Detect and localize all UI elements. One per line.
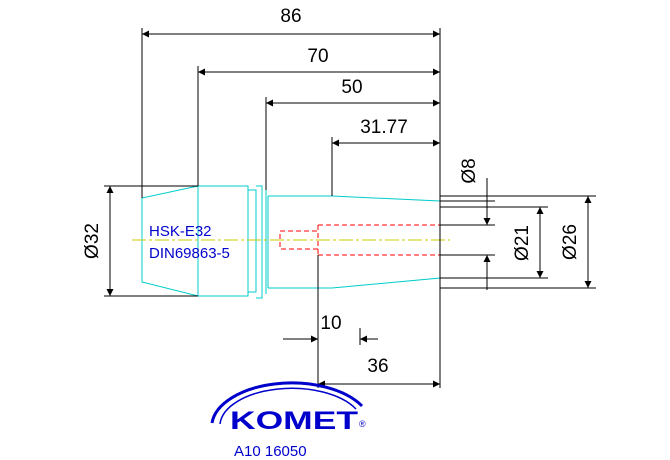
dim-36-label: 36	[367, 356, 388, 377]
collar-step	[256, 185, 263, 299]
dim-26-label: Ø26	[560, 224, 581, 260]
part-number: A10 16050	[234, 443, 307, 460]
logo-arc-inner	[219, 387, 357, 425]
dim-3177-label: 31.77	[360, 117, 408, 138]
dim-70-label: 70	[307, 46, 328, 67]
dim-8-label: Ø8	[459, 158, 480, 183]
spec-label-din: DIN69863-5	[149, 245, 230, 262]
hsk-shank-outline	[141, 185, 199, 297]
groove-ring	[247, 189, 257, 293]
extension-lines	[104, 28, 596, 388]
logo-registered: ®	[359, 419, 366, 429]
spec-label-hsk: HSK-E32	[149, 223, 212, 240]
dim-50-label: 50	[341, 77, 362, 98]
dim-21-label: Ø21	[512, 225, 533, 261]
dim-10-label: 10	[320, 313, 341, 334]
dim-86-label: 86	[280, 6, 301, 27]
thread-bore	[279, 230, 319, 250]
collar-body	[197, 185, 249, 297]
logo-brand-text: KOMET	[230, 407, 358, 435]
part-outline	[141, 185, 441, 299]
logo-arc	[210, 381, 364, 424]
dimension-lines	[106, 30, 592, 388]
dim-32-label: Ø32	[82, 223, 103, 259]
hidden-bore	[279, 224, 440, 256]
cone-body	[268, 195, 441, 289]
komet-logo: KOMET ®	[210, 381, 366, 435]
